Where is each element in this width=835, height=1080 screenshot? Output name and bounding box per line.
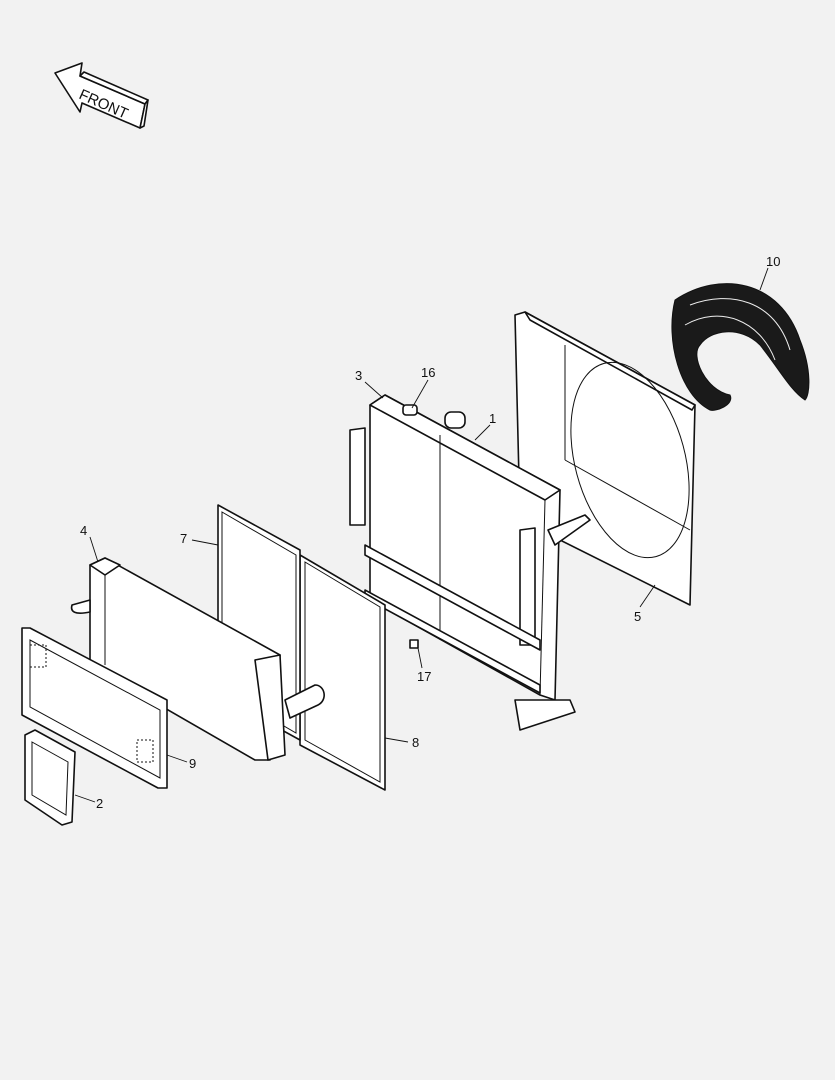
grille	[21, 627, 168, 789]
leader-lines	[74, 267, 769, 803]
oil-cooler	[70, 557, 325, 761]
callout-17: 17	[417, 669, 431, 684]
radiator-core	[349, 394, 591, 731]
callout-7: 7	[180, 531, 187, 546]
callout-2: 2	[96, 796, 103, 811]
callout-5: 5	[634, 609, 641, 624]
fan-guard	[671, 283, 810, 411]
front-arrow: FRONT	[54, 62, 149, 129]
callout-9: 9	[189, 756, 196, 771]
callout-3: 3	[355, 368, 362, 383]
small-cover	[24, 729, 76, 826]
callout-8: 8	[412, 735, 419, 750]
callout-4: 4	[80, 523, 87, 538]
callout-16: 16	[421, 365, 435, 380]
callout-10: 10	[766, 254, 780, 269]
callout-1: 1	[489, 411, 496, 426]
